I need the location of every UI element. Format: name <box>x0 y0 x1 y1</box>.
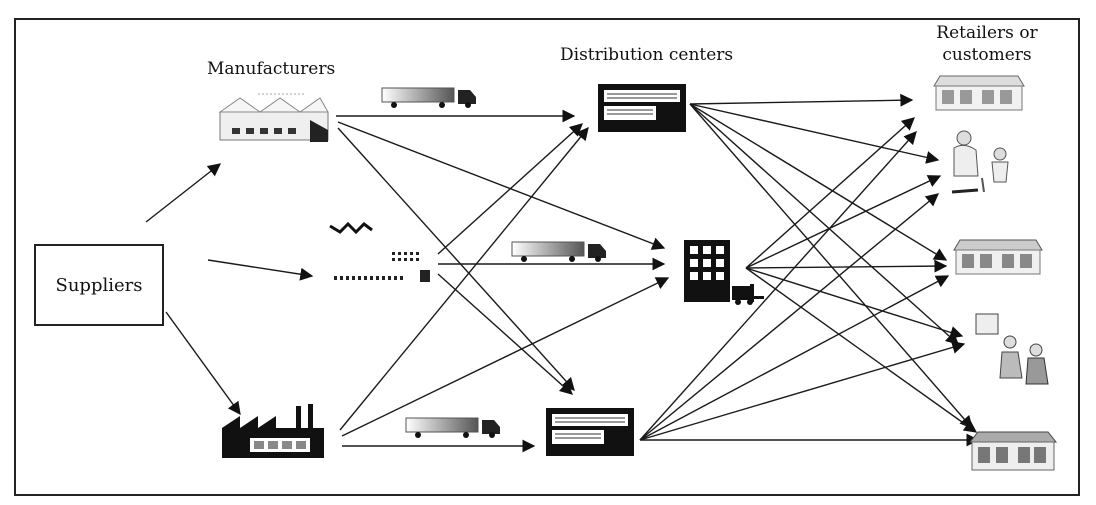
semi-truck-icon <box>382 88 476 108</box>
flow-arrow <box>746 118 914 268</box>
semi-truck-icon <box>512 242 606 262</box>
flow-arrow <box>746 266 946 268</box>
flow-arrow <box>438 124 582 254</box>
retailers-label-line1: Retailers or <box>932 24 1042 43</box>
store-icon <box>970 432 1056 470</box>
flow-arrow <box>690 100 912 104</box>
store-icon <box>934 76 1024 110</box>
people-shopping-icon <box>976 314 1048 384</box>
warehouse-icon <box>546 408 634 456</box>
retailers-label-line2: customers <box>932 46 1042 65</box>
store-icon <box>954 240 1042 274</box>
flow-arrow <box>166 312 240 414</box>
flow-arrow <box>338 122 664 248</box>
flow-arrow <box>208 260 312 276</box>
distribution-centers-label: Distribution centers <box>560 46 733 65</box>
flow-arrow <box>746 176 940 268</box>
semi-truck-icon <box>406 418 500 438</box>
manufacturers-label: Manufacturers <box>207 60 335 79</box>
conveyor-assembly-icon <box>330 224 430 282</box>
edges-layer <box>146 100 978 446</box>
flow-arrow <box>690 104 938 160</box>
flow-arrow <box>640 132 916 440</box>
flow-arrow <box>640 344 964 440</box>
flow-arrow <box>690 104 946 260</box>
people-shopping-icon <box>952 131 1008 192</box>
suppliers-node: Suppliers <box>34 244 164 326</box>
flow-arrow <box>690 104 958 344</box>
factory-building-icon <box>220 94 328 142</box>
warehouse-icon <box>598 84 686 132</box>
suppliers-label: Suppliers <box>56 275 143 296</box>
flow-arrow <box>640 194 938 440</box>
flow-arrow <box>146 164 220 222</box>
smokestack-factory-icon <box>222 404 324 458</box>
